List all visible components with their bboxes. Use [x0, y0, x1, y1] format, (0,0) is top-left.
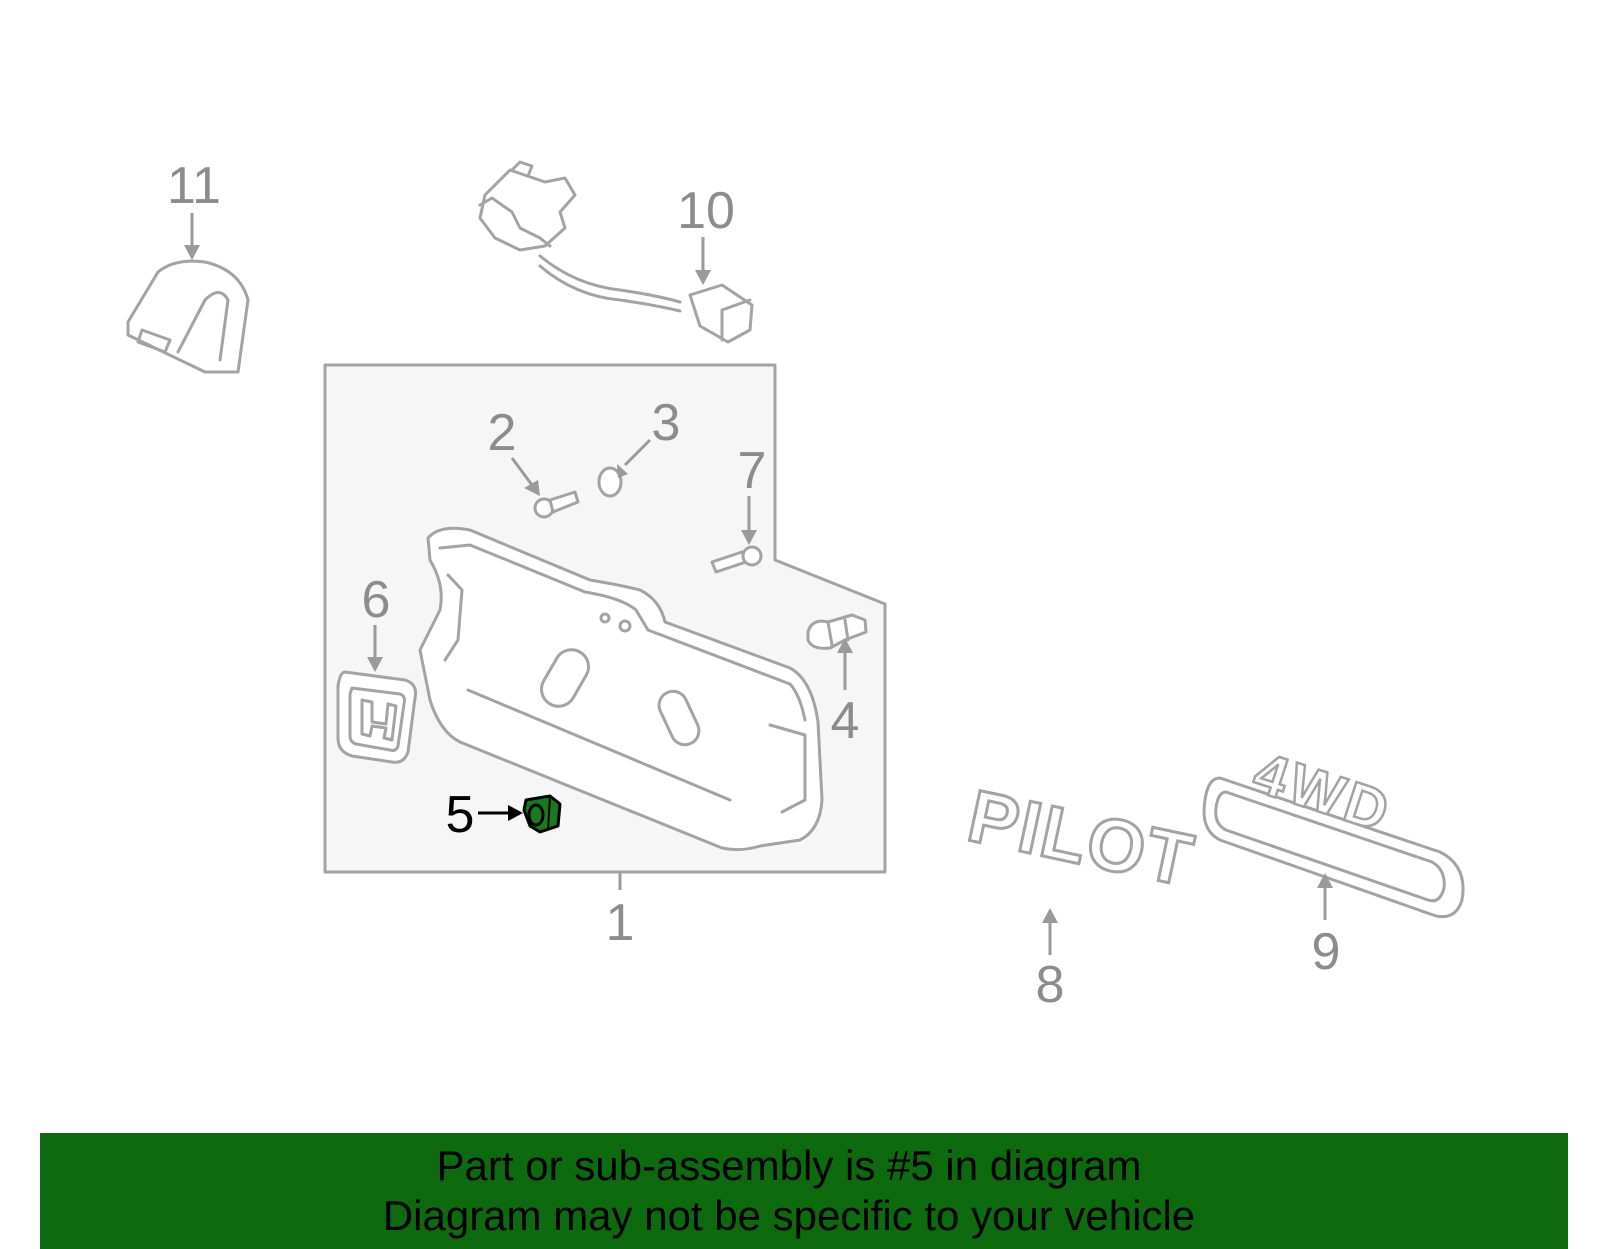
leader-6 [367, 625, 383, 672]
part-7-screw[interactable] [710, 545, 763, 574]
part-6-emblem[interactable] [336, 670, 417, 764]
leader-4 [837, 638, 853, 690]
leader-3 [617, 438, 652, 478]
leader-9 [1317, 873, 1333, 920]
svg-text:PILOT: PILOT [961, 774, 1201, 903]
callout-6[interactable]: 6 [362, 571, 391, 629]
banner-line-1: Part or sub-assembly is #5 in diagram [436, 1142, 1142, 1189]
part-2-bolt[interactable] [533, 490, 580, 519]
part-8-pilot-emblem[interactable]: PILOT [960, 772, 1203, 904]
callout-4[interactable]: 4 [831, 692, 860, 750]
callout-2[interactable]: 2 [488, 404, 517, 462]
callout-5[interactable]: 5 [446, 786, 475, 844]
callout-7[interactable]: 7 [738, 442, 767, 500]
part-5-nut[interactable] [522, 794, 562, 834]
part-3-grommet[interactable] [597, 466, 623, 498]
banner-line-2: Diagram may not be specific to your vehi… [382, 1192, 1196, 1239]
callout-11[interactable]: 11 [167, 157, 221, 215]
callout-8[interactable]: 8 [1036, 956, 1065, 1014]
leader-2 [510, 457, 540, 496]
leader-7 [741, 496, 757, 545]
leader-11 [184, 213, 200, 260]
info-banner: Part or sub-assembly is #5 in diagram Di… [40, 1133, 1568, 1249]
leader-8 [1042, 908, 1058, 955]
part-4-clip[interactable] [806, 613, 868, 650]
part-9-4wd-emblem[interactable]: 4WD [1202, 739, 1465, 919]
callout-9[interactable]: 9 [1312, 923, 1341, 981]
callout-10[interactable]: 10 [677, 182, 735, 240]
leader-10 [695, 237, 711, 285]
part-1-garnish[interactable] [418, 526, 824, 852]
callout-1[interactable]: 1 [606, 894, 635, 952]
callout-3[interactable]: 3 [652, 394, 681, 452]
part-11-cover[interactable] [126, 259, 250, 374]
leader-5 [478, 805, 523, 821]
part-10-wire-harness[interactable] [478, 160, 754, 344]
